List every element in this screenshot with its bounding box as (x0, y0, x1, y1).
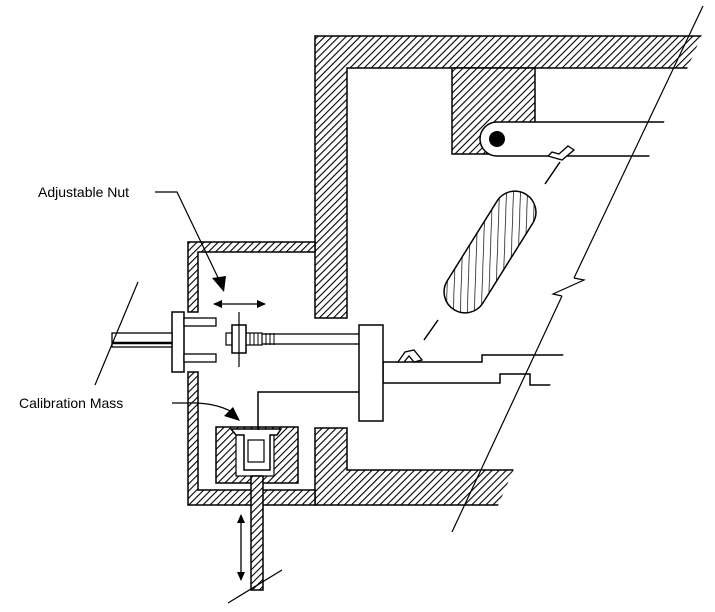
pivot-pin (489, 131, 505, 147)
flange-pin-lower (183, 353, 217, 363)
lever-plate (358, 324, 384, 422)
calibration-mass-core (247, 439, 265, 463)
left-enclosure-bottom-wall (187, 371, 316, 506)
adjustable-nut-leader (155, 191, 223, 287)
spring-lower-link (423, 319, 439, 341)
calibration-mass-label: Calibration Mass (19, 395, 123, 411)
lower-housing-wall (314, 427, 704, 506)
calibration-mass-leader (172, 402, 233, 413)
tension-spring (443, 190, 537, 314)
spring-upper-hook (546, 145, 576, 161)
spring-lower-hook (396, 349, 424, 363)
plunger-rod-break (227, 569, 283, 604)
calibration-mass-leader-arrowhead (224, 407, 240, 421)
hanger-wire (257, 391, 359, 430)
left-enclosure-top-wall (187, 241, 316, 313)
spring-upper-link (544, 161, 561, 185)
break-line-lower (451, 295, 563, 533)
break-line-zigzag (551, 277, 586, 297)
input-shaft (111, 332, 173, 348)
lower-lever-arm (382, 354, 704, 386)
adjustable-nut-leader-arrowhead (212, 276, 226, 292)
break-line-upper (573, 5, 704, 279)
plunger-rod (250, 475, 264, 591)
pivot-arm (479, 121, 704, 157)
adjustable-nut-label: Adjustable Nut (38, 184, 129, 200)
flange-pin-upper (183, 317, 217, 327)
shaft-break-line (94, 281, 139, 386)
shaft-flange (171, 311, 185, 373)
